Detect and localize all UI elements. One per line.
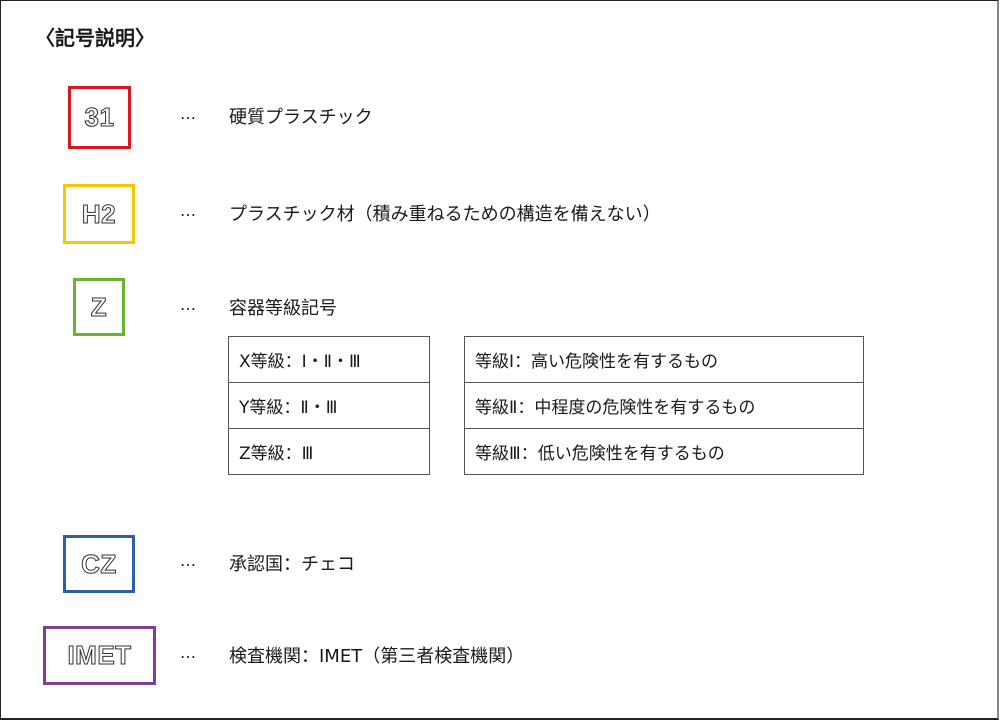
symbol-cz-box: CZ — [63, 535, 135, 593]
table-row: 等級Ⅰ：高い危険性を有するもの — [464, 336, 864, 383]
hazard-level-table: 等級Ⅰ：高い危険性を有するもの 等級Ⅱ：中程度の危険性を有するもの 等級Ⅲ：低い… — [464, 336, 864, 475]
symbol-h2-box: H2 — [63, 184, 135, 244]
grade-cell: Z等級：Ⅲ — [228, 428, 430, 475]
ellipsis: … — [180, 104, 196, 123]
symbol-code: 31 — [84, 102, 115, 133]
symbol-code: Z — [90, 291, 108, 322]
ellipsis: … — [180, 201, 196, 220]
symbol-code: CZ — [81, 548, 117, 579]
description-approval-country: 承認国：チェコ — [229, 554, 355, 575]
grade-cell: X等級：Ⅰ・Ⅱ・Ⅲ — [228, 336, 430, 383]
symbol-imet-box: IMET — [43, 626, 156, 685]
ellipsis: … — [180, 551, 196, 570]
hazard-cell: 等級Ⅲ：低い危険性を有するもの — [464, 428, 864, 475]
table-row: 等級Ⅱ：中程度の危険性を有するもの — [464, 382, 864, 429]
table-row: X等級：Ⅰ・Ⅱ・Ⅲ — [228, 336, 430, 383]
hazard-cell: 等級Ⅱ：中程度の危険性を有するもの — [464, 382, 864, 429]
symbol-code: H2 — [81, 198, 117, 229]
ellipsis: … — [180, 295, 196, 314]
table-row: Y等級：Ⅱ・Ⅲ — [228, 382, 430, 429]
grade-cell: Y等級：Ⅱ・Ⅲ — [228, 382, 430, 429]
container-grade-table: X等級：Ⅰ・Ⅱ・Ⅲ Y等級：Ⅱ・Ⅲ Z等級：Ⅲ — [228, 336, 430, 475]
description-container-grade: 容器等級記号 — [229, 298, 337, 319]
description-rigid-plastic: 硬質プラスチック — [229, 107, 373, 128]
description-inspection-body: 検査機関：IMET（第三者検査機関） — [229, 646, 525, 667]
hazard-cell: 等級Ⅰ：高い危険性を有するもの — [464, 336, 864, 383]
page-title: 〈記号説明〉 — [35, 26, 155, 50]
symbol-31-box: 31 — [68, 86, 131, 149]
table-row: 等級Ⅲ：低い危険性を有するもの — [464, 428, 864, 475]
symbol-code: IMET — [67, 640, 132, 671]
ellipsis: … — [180, 643, 196, 662]
table-row: Z等級：Ⅲ — [228, 428, 430, 475]
description-plastic-material: プラスチック材（積み重ねるための構造を備えない） — [229, 204, 661, 225]
symbol-z-box: Z — [73, 278, 125, 336]
